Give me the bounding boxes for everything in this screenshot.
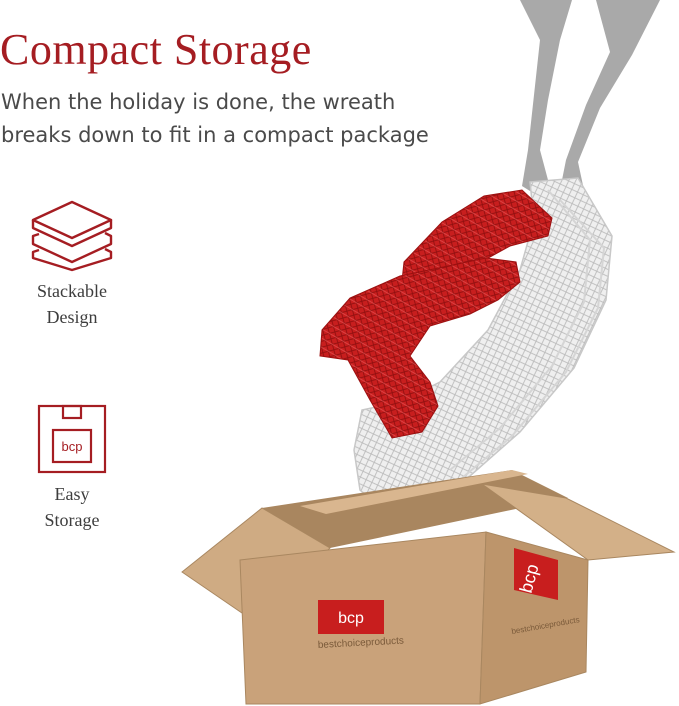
product-photo: bcp bestchoiceproducts bcp bestchoicepro… <box>181 0 676 705</box>
box-logo-front: bcp <box>338 610 364 627</box>
hand-silhouette <box>520 0 660 200</box>
feature-easy-storage: bcp Easy Storage <box>10 403 134 533</box>
storage-box-icon: bcp <box>37 404 107 474</box>
feature-stackable: Stackable Design <box>10 198 134 330</box>
red-wreath-sections <box>319 189 553 439</box>
cardboard-box: bcp bestchoiceproducts bcp bestchoicepro… <box>181 470 676 705</box>
page-title: Compact Storage <box>0 25 312 74</box>
page-subtitle: When the holiday is done, the wreath bre… <box>1 90 429 147</box>
box-brand-front: bestchoiceproducts <box>318 636 405 651</box>
storage-box-icon-text: bcp <box>62 439 83 454</box>
feature-stackable-label: Stackable Design <box>37 281 107 327</box>
feature-easy-storage-label: Easy Storage <box>44 484 100 530</box>
stacked-layers-icon <box>31 200 113 272</box>
